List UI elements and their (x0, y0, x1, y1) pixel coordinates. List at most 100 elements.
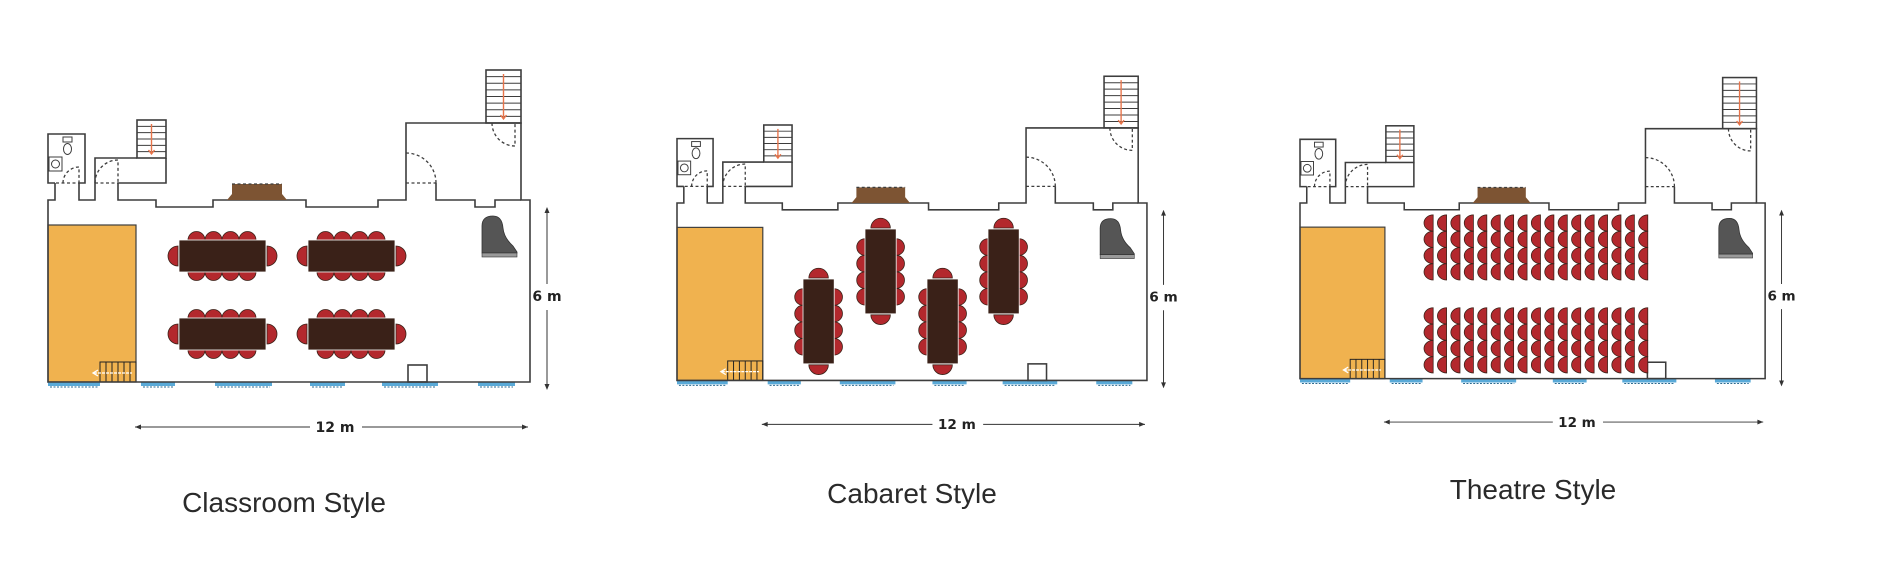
down-arrow-icon (147, 149, 156, 156)
chair (957, 321, 967, 339)
sink-icon (679, 163, 689, 173)
window (310, 382, 345, 386)
chair (794, 321, 804, 339)
chair (1557, 323, 1568, 341)
table (307, 239, 396, 273)
chair (1544, 323, 1555, 341)
chair (1018, 254, 1028, 273)
window (677, 380, 728, 385)
chair (1018, 288, 1028, 306)
window (1002, 380, 1058, 385)
door-swing (405, 152, 437, 184)
chair (1557, 340, 1568, 358)
sink-unit (677, 160, 692, 176)
corridor-walls (722, 161, 793, 188)
table-group (856, 217, 905, 325)
chair (1504, 356, 1515, 374)
chair (204, 349, 223, 359)
side-room-wall (435, 183, 521, 208)
table (178, 239, 267, 273)
chair (918, 338, 928, 356)
chair (221, 231, 240, 241)
chair (1530, 247, 1541, 265)
window (382, 382, 438, 386)
chair (1638, 323, 1649, 341)
plan-title-theatre: Theatre Style (1450, 474, 1617, 505)
chair (1584, 247, 1595, 265)
chair (1018, 271, 1028, 289)
chair (1584, 340, 1595, 358)
chair (316, 349, 335, 359)
chair (1517, 307, 1528, 325)
chair (1544, 307, 1555, 325)
seating-block (1423, 307, 1649, 374)
chair (1437, 307, 1447, 325)
side-room-wall (1673, 186, 1757, 211)
chair (1504, 214, 1515, 232)
chair (316, 271, 335, 281)
chair (333, 309, 352, 319)
chair (187, 309, 206, 319)
chair (856, 254, 866, 273)
chair (1638, 214, 1649, 232)
chair (1624, 214, 1635, 232)
chair (1477, 340, 1488, 358)
chair (1423, 323, 1434, 341)
window (1461, 378, 1517, 383)
chair (1477, 214, 1488, 232)
plan-title-cabaret: Cabaret Style (827, 478, 997, 509)
table-group (167, 309, 278, 359)
chair (1437, 214, 1447, 232)
chair (1544, 263, 1555, 281)
sink-unit (48, 156, 63, 172)
chair (957, 338, 967, 356)
chair (1571, 356, 1582, 374)
sink-icon (51, 159, 60, 169)
chair (932, 267, 953, 279)
table (802, 278, 835, 365)
chair (895, 271, 905, 289)
chair (1450, 340, 1461, 358)
down-arrow-icon (774, 153, 782, 160)
chair (1611, 323, 1622, 341)
chair (1437, 230, 1447, 248)
window (141, 382, 175, 386)
table-group (167, 231, 278, 281)
table-group (794, 267, 843, 375)
fireplace (227, 184, 287, 200)
chair (870, 314, 891, 325)
chair (1571, 307, 1582, 325)
toilet-cistern (691, 141, 701, 147)
chair (1557, 356, 1568, 374)
seating-block (1423, 214, 1649, 281)
chair (1504, 230, 1515, 248)
table (926, 278, 959, 365)
door-swing (491, 122, 516, 147)
table-group (918, 267, 967, 375)
chair (350, 309, 369, 319)
window (1552, 378, 1587, 383)
chair (333, 231, 352, 241)
window (767, 380, 801, 385)
chair (1450, 307, 1461, 325)
chair (993, 314, 1014, 325)
chair (895, 254, 905, 273)
chair (1571, 323, 1582, 341)
floor-plan-classroom: 6 m 12 m (47, 69, 562, 436)
table (987, 228, 1020, 315)
chair (1597, 323, 1608, 341)
chair (1584, 263, 1595, 281)
chair (1557, 214, 1568, 232)
chair (1450, 247, 1461, 265)
chair (1530, 214, 1541, 232)
chair (204, 309, 223, 319)
chair (979, 254, 989, 273)
chair (238, 349, 257, 359)
chair (1611, 247, 1622, 265)
table (864, 228, 897, 315)
chair (187, 271, 206, 281)
chair (1490, 356, 1501, 374)
column-box (1027, 363, 1048, 382)
chair (1611, 214, 1622, 232)
chair (1437, 263, 1447, 281)
